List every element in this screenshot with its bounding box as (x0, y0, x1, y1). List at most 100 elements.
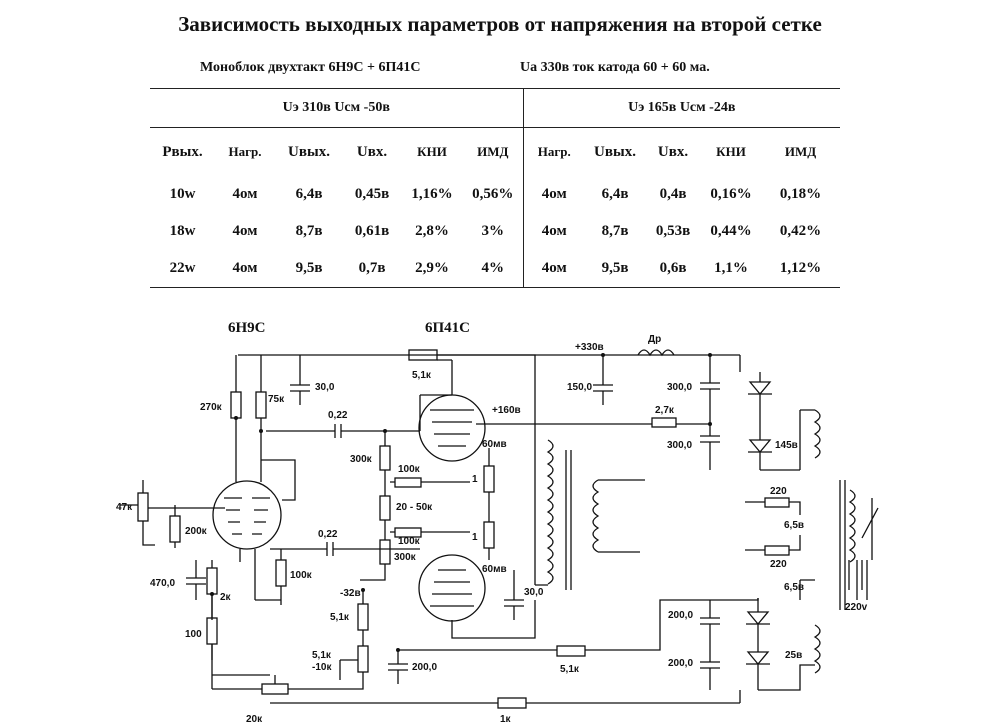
label-choke: Др (648, 334, 661, 345)
column-header: ИМД (784, 144, 817, 159)
table-row: 18w 4ом 8,7в 0,61в 2,8% 3% 4ом 8,7в 0,53… (150, 213, 840, 250)
output-transformer-primary (546, 439, 554, 585)
label-160v: +160в (492, 405, 521, 416)
table-cell: 2,9% (401, 250, 463, 288)
resistor-100 (206, 617, 218, 645)
table-cell: 0,7в (343, 250, 401, 288)
power-transformer-145v (813, 409, 821, 459)
resistor-300k-a (379, 445, 391, 471)
resistor-220-a (764, 497, 790, 508)
page-title: Зависимость выходных параметров от напря… (178, 12, 822, 36)
tube-label-6n9c: 6Н9С (228, 320, 266, 336)
label-c200-b: 200,0 (668, 658, 693, 669)
resistor-1-a (483, 465, 495, 493)
label-60mv-a: 60мв (482, 439, 507, 450)
label-r220-a: 220 (770, 486, 787, 497)
label-60mv-b: 60мв (482, 564, 507, 575)
column-header: КНИ (716, 144, 746, 159)
label-c300-b: 300,0 (667, 440, 692, 451)
label-220v: 220v (845, 602, 868, 613)
table-cell: 0,16% (710, 186, 752, 202)
resistor-100k-c (275, 559, 287, 587)
table-cell: 9,5в (585, 250, 645, 288)
table-cell: 22w (150, 250, 215, 288)
capacitor-300-b (700, 400, 720, 460)
label-270k: 270к (200, 402, 223, 413)
label-c300-a: 300,0 (667, 382, 692, 393)
potentiometer-20-50k (379, 495, 391, 521)
diode-top-b (748, 420, 772, 470)
label-c470: 470,0 (150, 578, 175, 589)
column-header: Uвых. (288, 143, 330, 160)
capacitor-30-top (290, 355, 310, 405)
label-one-a: 1 (472, 474, 478, 485)
capacitor-200-mid (388, 650, 408, 684)
table-cell: 4% (463, 250, 524, 288)
amp-description: Моноблок двухтакт 6Н9С + 6П41С (200, 60, 421, 75)
column-header: Нагр. (228, 144, 262, 159)
resistor-200k (169, 515, 181, 543)
label-r5-1k-10k-a: 5,1к (312, 650, 332, 661)
resistor-75k (255, 391, 267, 419)
label-r5-1k-top: 5,1к (412, 370, 432, 381)
capacitor-300-a (700, 355, 720, 400)
mains-winding (848, 489, 856, 563)
parameters-table: Uэ 310в Uсм -50в Uэ 165в Uсм -24в Pвых. … (150, 88, 840, 288)
tube-6n9c (212, 480, 282, 550)
capacitor-30-low (504, 570, 524, 620)
resistor-5-1k-mid (357, 603, 369, 631)
resistor-1k (497, 697, 527, 709)
diode-top-a (748, 372, 772, 420)
label-r100k-b: 100к (398, 536, 421, 547)
label-r5-1k-mid: 5,1к (330, 612, 350, 623)
capacitor-200-b (700, 645, 720, 690)
table-cell: 0,53в (655, 223, 691, 239)
label-6-5v-a: 6,5в (784, 520, 804, 531)
label-c200-mid: 200,0 (412, 662, 437, 673)
operating-conditions: Ua 330в ток катода 60 + 60 ма. (520, 60, 710, 75)
table-cell: 6,4в (295, 186, 323, 202)
resistor-1-b (483, 521, 495, 549)
label-75k: 75к (268, 394, 285, 405)
label-r20k: 20к (246, 714, 263, 725)
label-r300k-a: 300к (350, 454, 373, 465)
table-cell: 1,12% (761, 250, 840, 288)
label-145v: 145в (775, 440, 798, 451)
table-cell: 4ом (232, 223, 258, 239)
table-cell: 1,16% (411, 186, 453, 202)
tube-6p41c-upper (418, 394, 486, 462)
group-header-right: Uэ 165в Uсм -24в (523, 88, 840, 128)
label-c022-top: 0,22 (328, 410, 348, 421)
column-header: КНИ (417, 144, 447, 159)
table-cell: 1,1% (701, 250, 761, 288)
resistor-270k (230, 391, 242, 419)
table-cell: 0,6в (645, 250, 701, 288)
label-r200k: 200к (185, 526, 208, 537)
resistor-2-7k (651, 417, 677, 428)
power-transformer-25v (813, 624, 821, 674)
table-row: 22w 4ом 9,5в 0,7в 2,9% 4% 4ом 9,5в 0,6в … (150, 250, 840, 288)
label-r20-50k: 20 - 50к (396, 502, 433, 513)
table-cell: 4ом (541, 186, 567, 202)
capacitor-470 (186, 577, 206, 585)
table-cell: 18w (169, 223, 196, 239)
label-r1k: 1к (500, 714, 512, 725)
potentiometer-2k (206, 567, 218, 595)
table-cell: 9,5в (275, 250, 343, 288)
label-c200-a: 200,0 (668, 610, 693, 621)
table-cell: 3% (463, 213, 524, 250)
label-r100k-a: 100к (398, 464, 421, 475)
table-cell: 0,56% (463, 176, 524, 213)
potentiometer-47k (137, 492, 149, 522)
table-cell: 8,7в (295, 223, 323, 239)
column-header: Uвх. (657, 143, 689, 160)
table-cell: 0,61в (354, 223, 390, 239)
column-header: ИМД (463, 127, 524, 176)
label-c022-mid: 0,22 (318, 529, 338, 540)
table-cell: 2,8% (415, 223, 449, 239)
table-cell: 6,4в (601, 186, 629, 202)
table-cell: 0,44% (710, 223, 752, 239)
resistor-100k-a (394, 477, 422, 488)
label-r100k-c: 100к (290, 570, 313, 581)
